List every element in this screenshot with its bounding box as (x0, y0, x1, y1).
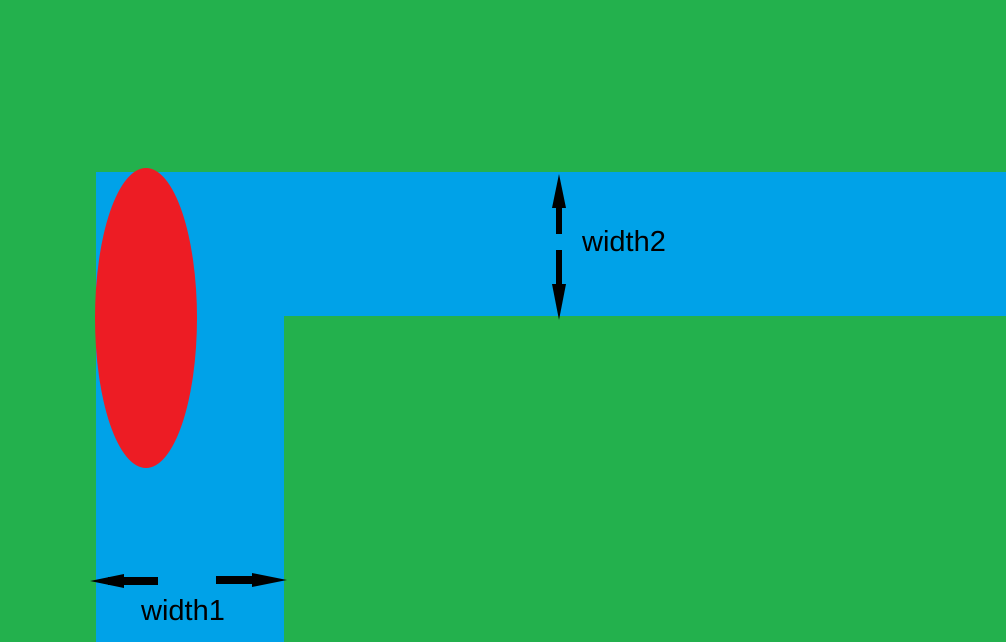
width2-arrow (552, 174, 566, 320)
red-ellipse (95, 168, 197, 468)
width1-label: width1 (141, 595, 225, 627)
width2-label: width2 (582, 226, 666, 258)
width1-arrow (90, 573, 287, 588)
